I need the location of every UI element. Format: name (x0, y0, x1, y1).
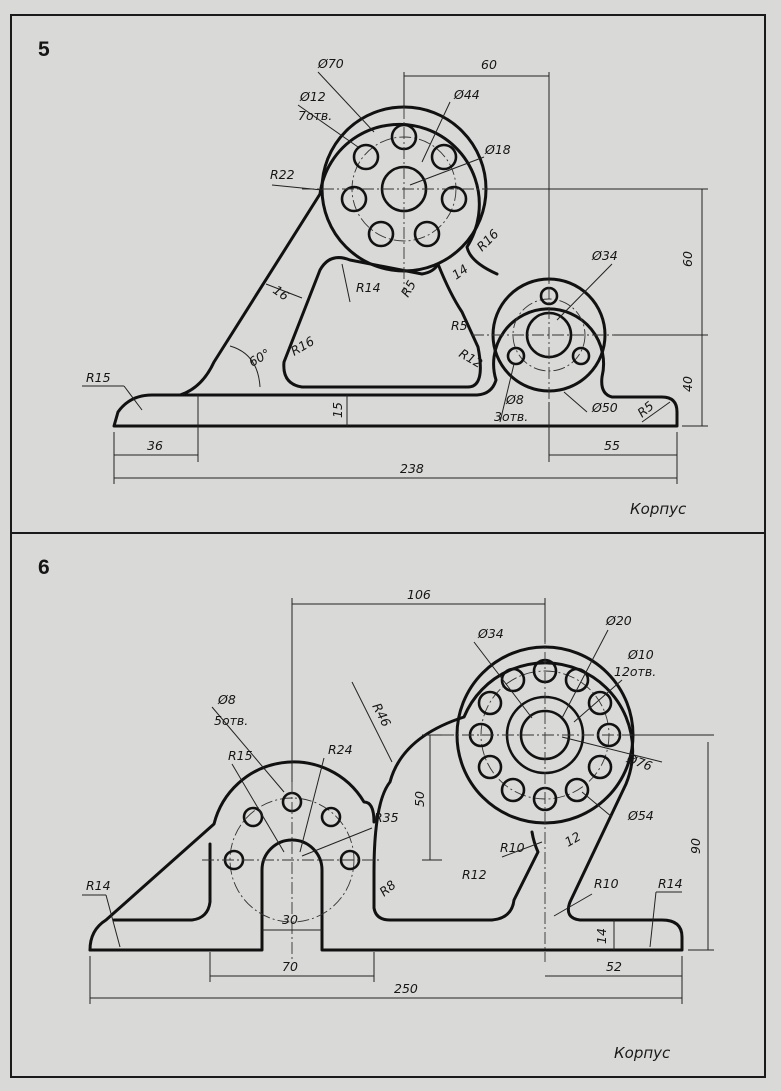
dim-d54: Ø54 (627, 808, 654, 823)
dim-w70: 70 (282, 959, 298, 974)
dim-h50: 50 (412, 791, 427, 807)
dim-w36: 36 (147, 438, 163, 453)
drawing-5-svg: Ø70 Ø12 7отв. Ø44 60 Ø18 R22 60 R16 Ø34 … (82, 56, 708, 484)
dim-d76: Ø76 (624, 750, 654, 773)
dim-holes5: 5отв. (214, 713, 248, 728)
dim-r35: R35 (374, 810, 399, 825)
dim-h15: 15 (330, 402, 345, 418)
dim-w55: 55 (604, 438, 620, 453)
dim-r14a: R14 (86, 878, 111, 893)
centerlines-5 (302, 87, 622, 402)
dim-holes7: 7отв. (298, 108, 332, 123)
dim-r15: R15 (86, 370, 111, 385)
part-6-outline (88, 661, 684, 952)
dim-h60: 60 (680, 251, 695, 267)
dim-h90: 90 (688, 838, 703, 854)
dim-w30: 30 (282, 912, 298, 927)
dim-r12: R12 (462, 867, 487, 882)
dim-r22: R22 (270, 167, 295, 182)
hole-8 (571, 346, 591, 366)
dim-t12: 12 (562, 829, 583, 850)
part-6-left-inner (112, 842, 212, 922)
dim-d50: Ø50 (591, 400, 618, 415)
dim-t16: 16 (270, 282, 292, 303)
drawing-5-number: 5 (38, 38, 50, 61)
hole-8 (506, 346, 526, 366)
part-5-inner-cutout (282, 256, 482, 389)
dim-r8: R8 (376, 877, 398, 899)
dim-r5b: R5 (451, 318, 468, 333)
drawing-6-panel: 6 Корпус (10, 532, 766, 1078)
dim-d18: Ø18 (484, 142, 511, 157)
holes-12-group (340, 123, 468, 248)
dim-d8: Ø8 (505, 392, 524, 407)
dim-r5a: R5 (398, 278, 419, 300)
dim-t14: 14 (449, 261, 471, 282)
dim-r5c: R5 (634, 398, 656, 420)
drawing-5-panel: 5 Корпус (10, 14, 766, 534)
dim-r10b: R10 (594, 876, 619, 891)
dim-holes3: 3отв. (494, 409, 528, 424)
part-5-outline (112, 307, 679, 428)
dim-w106: 106 (407, 587, 431, 602)
dim-d70: Ø70 (317, 56, 344, 71)
dim-h40: 40 (680, 376, 695, 392)
dim-holes12: 12отв. (614, 664, 656, 679)
dim-d34: Ø34 (591, 248, 618, 263)
hole-8 (320, 806, 342, 828)
angle-arc-60 (229, 345, 261, 388)
dim-r14b: R14 (658, 876, 683, 891)
dim-d20: Ø20 (605, 613, 632, 628)
drawing-6-caption: Корпус (614, 1044, 671, 1062)
dim-w238: 238 (400, 461, 424, 476)
dim-r16a: R16 (474, 226, 502, 254)
dim-r10a: R10 (500, 840, 525, 855)
drawing-5-caption: Корпус (630, 500, 687, 518)
part-5-arm (178, 122, 499, 397)
dim-d34: Ø34 (477, 626, 504, 641)
part-6-left-boss (88, 760, 376, 952)
dim-d8: Ø8 (217, 692, 236, 707)
dim-d10: Ø10 (627, 647, 654, 662)
dim-r14: R14 (356, 280, 381, 295)
dim-w250: 250 (394, 981, 418, 996)
dim-d44: Ø44 (453, 87, 480, 102)
dim-a60: 60° (246, 346, 273, 370)
dim-r24: R24 (328, 742, 353, 757)
hole-8 (242, 806, 264, 828)
drawing-6-number: 6 (38, 556, 50, 579)
drawing-6-svg: 106 Ø34 Ø20 Ø10 12отв. R46 Ø8 5отв. R15 … (82, 587, 714, 1004)
dimension-lines-6 (82, 598, 714, 1004)
dimension-lines-5 (82, 71, 708, 484)
dim-w60: 60 (481, 57, 497, 72)
dim-w52: 52 (606, 959, 622, 974)
dim-r15: R15 (228, 748, 253, 763)
dim-d12: Ø12 (299, 89, 326, 104)
centerlines-6 (202, 632, 648, 962)
dim-h14: 14 (594, 928, 609, 944)
